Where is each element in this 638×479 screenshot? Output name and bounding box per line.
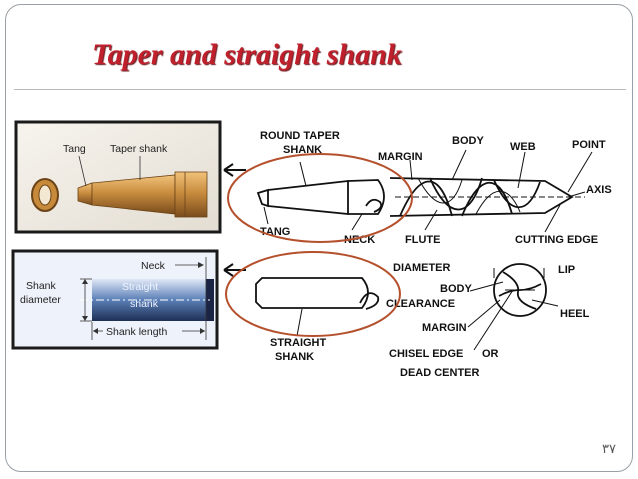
label-body-clearance-1: BODY [440,283,472,295]
label-shank-length: Shank length [106,326,167,338]
pointer-arrows [223,163,246,277]
label-shank-diameter-2: diameter [20,294,61,306]
label-straight-shank-1: STRAIGHT [270,337,327,349]
label-body-clearance-2: CLEARANCE [386,298,455,310]
label-round-taper-shank-1: ROUND TAPER [260,130,340,142]
label-straight-shank-2: shank [130,298,159,310]
label-chisel-edge: CHISEL EDGE [389,348,463,360]
slide-title: Taper and straight shank [92,38,402,71]
leader-lines [263,149,593,351]
label-shank-diameter-1: Shank [26,280,57,292]
label-neck: Neck [141,260,166,272]
label-round-taper-shank-2: SHANK [283,144,322,156]
label-margin-top: MARGIN [378,151,423,163]
drill-end-view [493,263,547,317]
label-body: BODY [452,135,484,147]
label-flute: FLUTE [405,234,440,246]
label-heel: HEEL [560,308,590,320]
label-straight-shank-1: Straight [122,281,158,293]
title-divider [14,89,626,90]
straight-shank-drawing [255,277,380,310]
tang-leader [78,155,87,187]
highlight-ellipse-taper [227,153,413,243]
label-tang: Tang [63,143,86,155]
label-taper-shank: Taper shank [110,143,168,155]
label-dead-center: DEAD CENTER [400,367,480,379]
page-number: ٣٧ [602,442,616,457]
taper-shank-photo: Tang Taper shank [14,120,222,234]
label-axis: AXIS [586,184,612,196]
label-lip: LIP [558,264,575,276]
label-diameter: DIAMETER [393,262,451,274]
label-cutting-edge: CUTTING EDGE [515,234,598,246]
label-neck-diagram: NECK [344,234,375,246]
label-web: WEB [510,141,536,153]
label-point: POINT [572,139,606,151]
label-chisel-or: OR [482,348,499,360]
label-margin-bottom: MARGIN [422,322,467,334]
drill-line-diagram [256,177,585,217]
label-straight-shank-2: SHANK [275,351,314,363]
highlight-ellipse-straight [225,251,401,337]
straight-shank-photo: Neck Shank diameter Straight shank Shank… [11,249,219,350]
slide-frame [5,4,633,472]
